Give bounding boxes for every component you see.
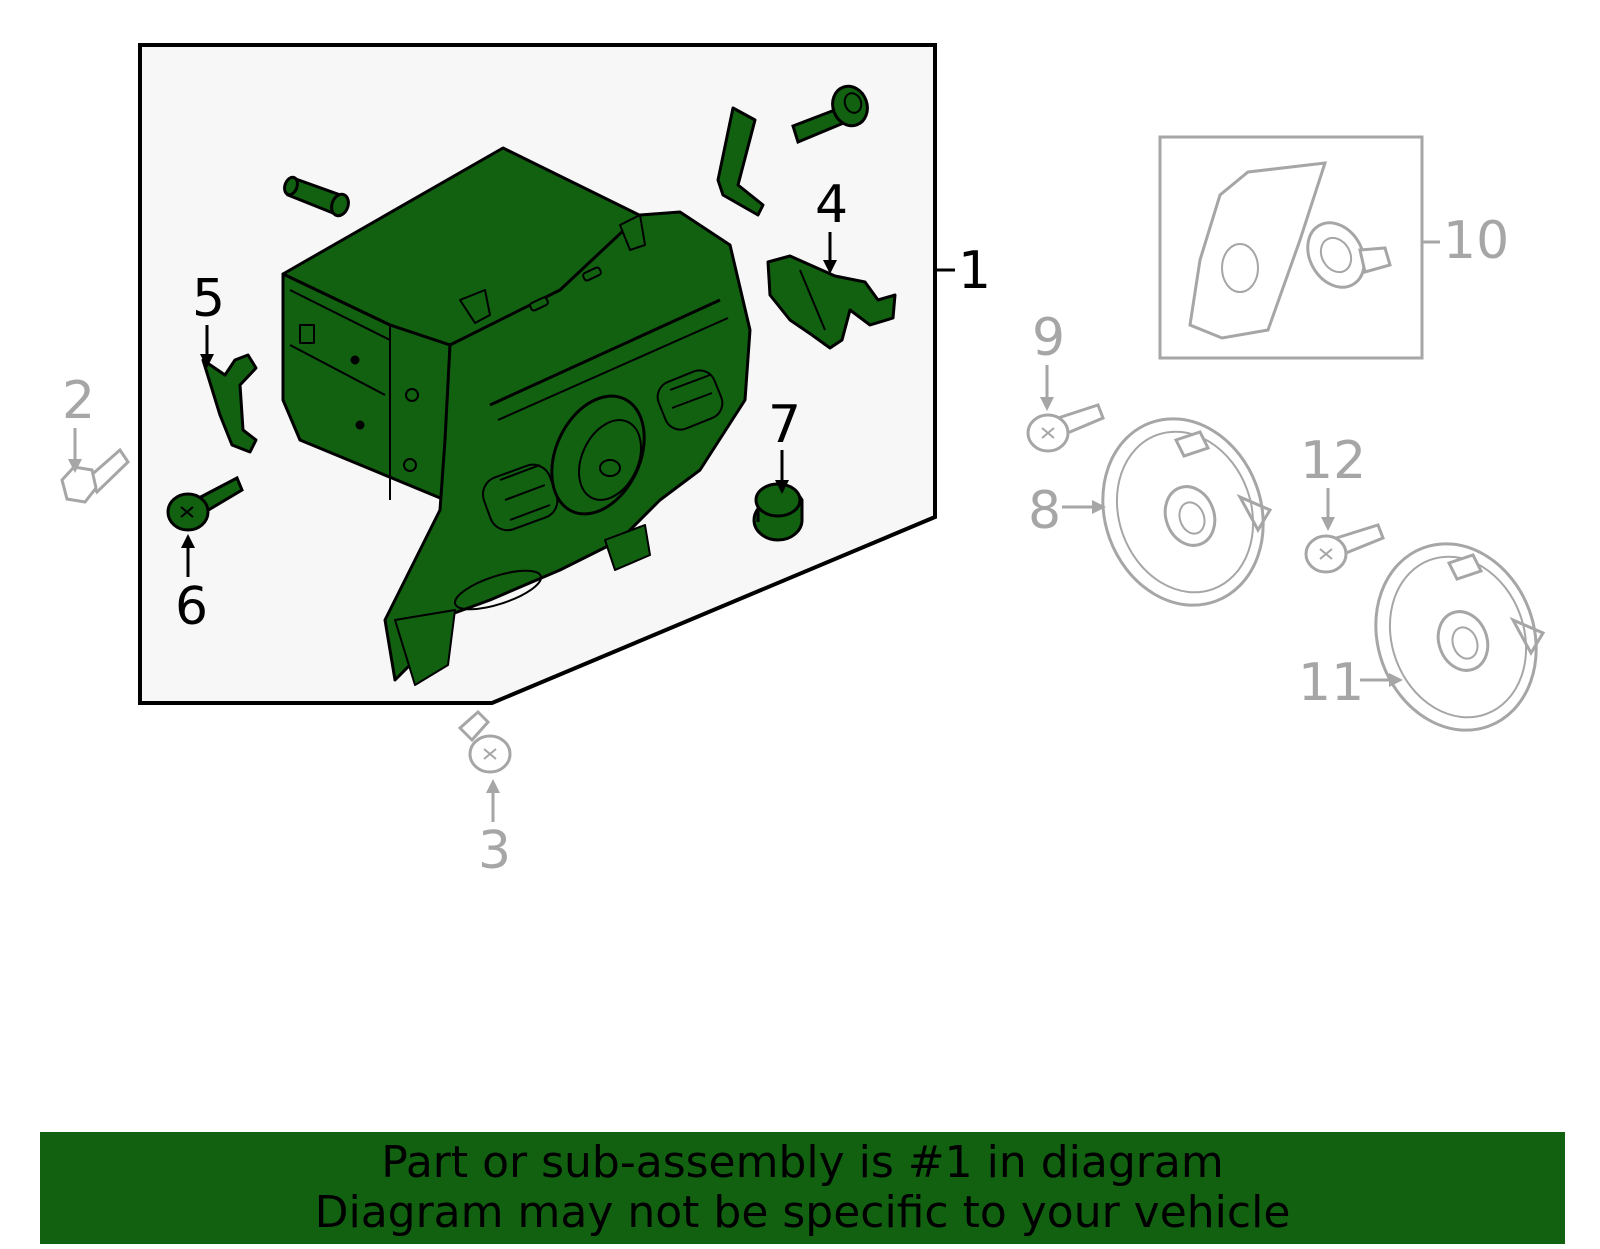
cap-7	[752, 482, 804, 542]
bracket-4	[766, 254, 897, 350]
callout-6: 6	[175, 577, 208, 637]
radio-bolt	[791, 84, 869, 145]
leader-arrows	[68, 232, 1403, 822]
speaker-8	[1101, 417, 1273, 607]
radio-head-unit	[281, 146, 752, 686]
bracket-5	[201, 353, 258, 454]
callout-11: 11	[1298, 653, 1364, 713]
screw-12	[1304, 523, 1385, 574]
callout-9: 9	[1032, 308, 1065, 368]
screw-3	[457, 709, 512, 774]
callout-1: 1	[958, 241, 991, 301]
callout-2: 2	[62, 371, 95, 431]
callout-5: 5	[192, 269, 225, 329]
callout-7: 7	[768, 395, 801, 455]
callout-4: 4	[815, 175, 848, 235]
bolt-2	[60, 447, 130, 504]
callout-12: 12	[1300, 431, 1366, 491]
screw-9	[1026, 403, 1105, 453]
screw-6	[166, 475, 244, 532]
part-10-box	[1158, 135, 1440, 360]
banner-line-1: Part or sub-assembly is #1 in diagram	[381, 1137, 1224, 1188]
callout-8: 8	[1028, 481, 1061, 541]
disclaimer-banner: Part or sub-assembly is #1 in diagram Di…	[40, 1132, 1565, 1244]
callout-3: 3	[478, 821, 511, 881]
speaker-11	[1374, 542, 1546, 732]
callout-10: 10	[1443, 211, 1509, 271]
radio-bracket-top	[716, 106, 765, 217]
radio-plug	[283, 175, 350, 218]
banner-line-2: Diagram may not be specific to your vehi…	[314, 1187, 1291, 1238]
